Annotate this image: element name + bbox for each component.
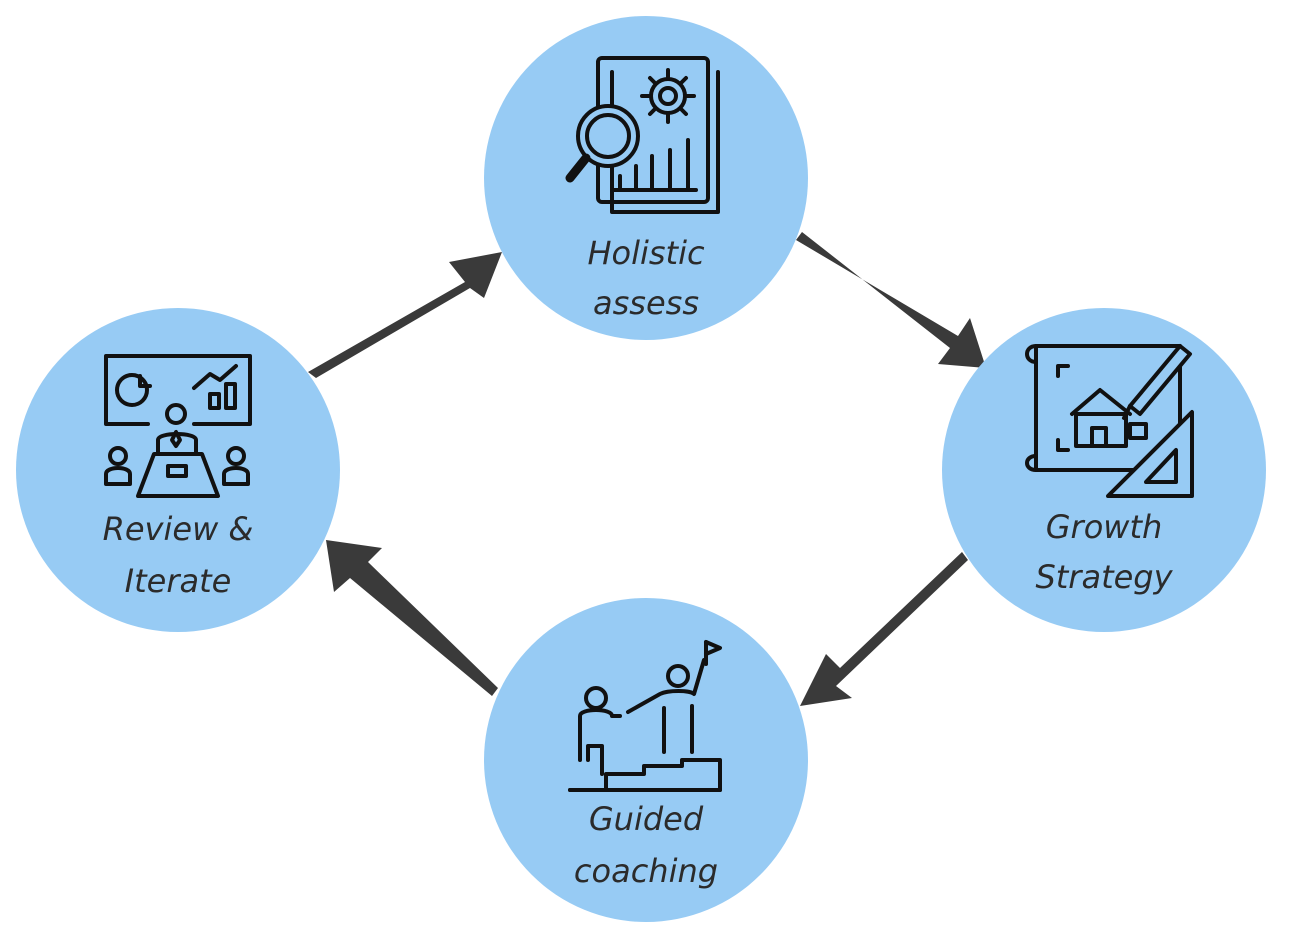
blueprint-house-ruler-icon (1025, 344, 1194, 498)
climbing-stairs-helping-hand-icon (568, 640, 722, 792)
arrow-growth-to-guided (800, 552, 968, 706)
node-growth-label-line1: Growth (1046, 508, 1163, 546)
arrow-review-to-holistic (308, 252, 502, 378)
arrow-holistic-to-growth (796, 232, 986, 368)
node-growth-label-line2: Strategy (1035, 558, 1173, 596)
node-holistic-label-line1: Holistic (587, 234, 705, 272)
node-guided-label-line2: coaching (574, 852, 718, 890)
node-review-label-line2: Iterate (125, 562, 232, 600)
node-growth-strategy: Growth Strategy (942, 308, 1266, 632)
node-guided-coaching: Guided coaching (484, 598, 808, 922)
node-holistic-label-line2: assess (593, 284, 699, 322)
node-review-label-line1: Review & (103, 510, 254, 548)
node-holistic-assess: Holistic assess (484, 16, 808, 340)
node-guided-label-line1: Guided (589, 800, 704, 838)
arrow-guided-to-review (326, 540, 498, 696)
magnifier-report-gear-icon (565, 56, 720, 214)
presentation-meeting-icon (104, 354, 252, 498)
node-review-iterate: Review & Iterate (16, 308, 340, 632)
